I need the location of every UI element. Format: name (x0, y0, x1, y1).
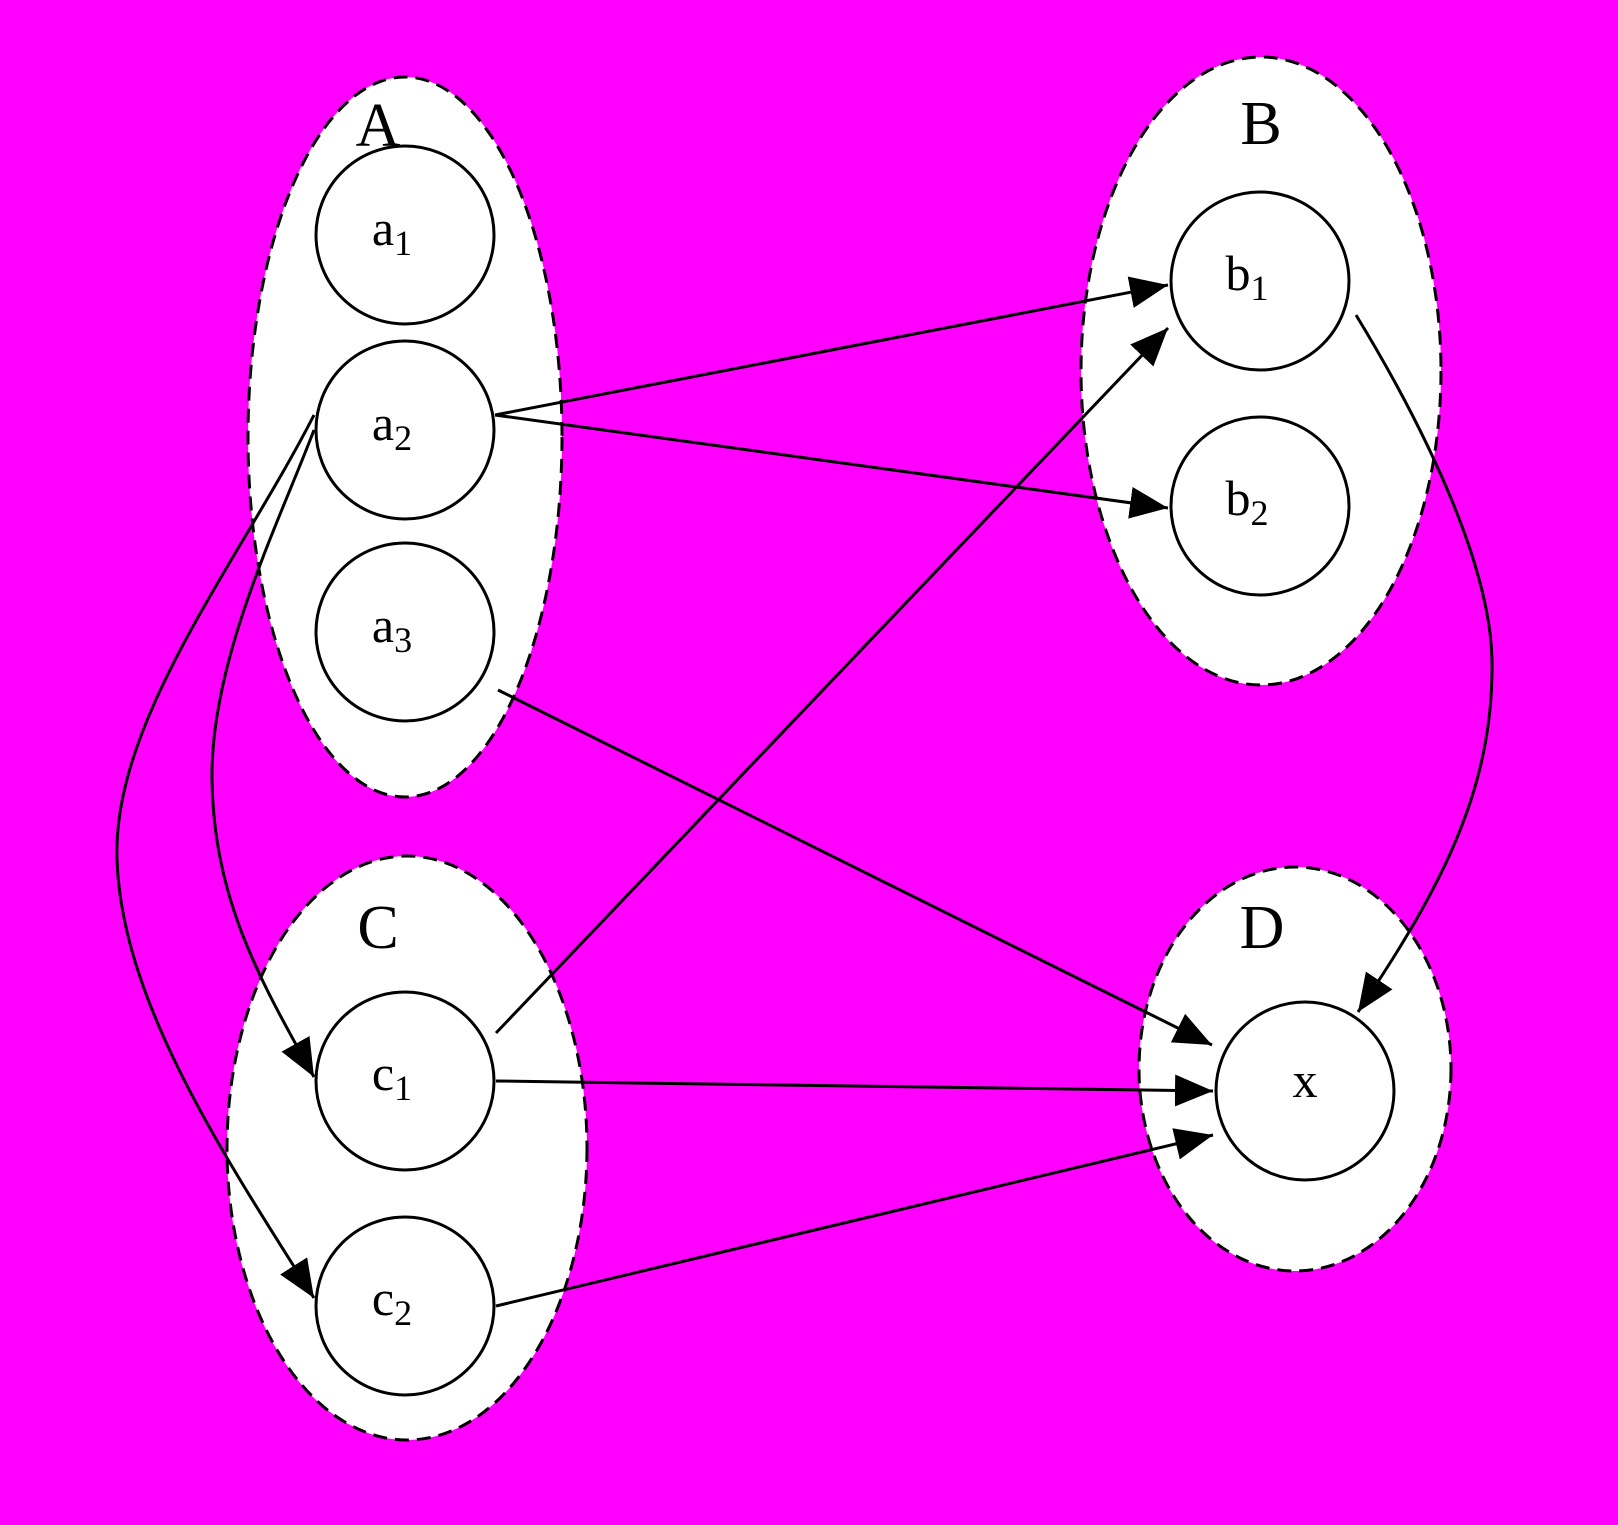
node-a2: a2 (314, 339, 496, 521)
nodes: a1 a2 a3 b1 b2 c1 c2 x (314, 144, 1396, 1397)
svg-text:b2: b2 (1226, 470, 1269, 533)
edge-a2-c1 (210, 429, 316, 1078)
group-d-label: D (1240, 894, 1285, 962)
node-c2: c2 (314, 1215, 496, 1397)
svg-text:c2: c2 (372, 1270, 412, 1333)
svg-text:c1: c1 (372, 1045, 412, 1108)
group-c-label: C (357, 894, 398, 962)
edge-c2-x (495, 1128, 1214, 1308)
edges (115, 276, 1494, 1308)
edge-b1-x (1354, 314, 1494, 1013)
node-b2: b2 (1169, 415, 1351, 597)
edge-a3-x (497, 688, 1213, 1047)
svg-text:a3: a3 (372, 597, 412, 660)
edge-c1-x (495, 1074, 1214, 1107)
edge-c1-b1 (494, 326, 1170, 1035)
svg-text:a2: a2 (372, 395, 412, 458)
node-a1: a1 (314, 144, 496, 326)
node-b1: b1 (1169, 190, 1351, 372)
svg-text:a1: a1 (372, 200, 412, 263)
svg-text:x: x (1293, 1052, 1318, 1108)
node-c1: c1 (314, 990, 496, 1172)
svg-text:b1: b1 (1226, 245, 1269, 308)
edge-a2-b1 (494, 276, 1169, 417)
node-x: x (1214, 1000, 1396, 1182)
edge-a2-c2 (115, 414, 316, 1299)
group-b-label: B (1240, 90, 1281, 158)
node-a3: a3 (314, 541, 496, 723)
edge-a2-b2 (494, 413, 1169, 519)
group-labels: A B C D (356, 90, 1285, 962)
